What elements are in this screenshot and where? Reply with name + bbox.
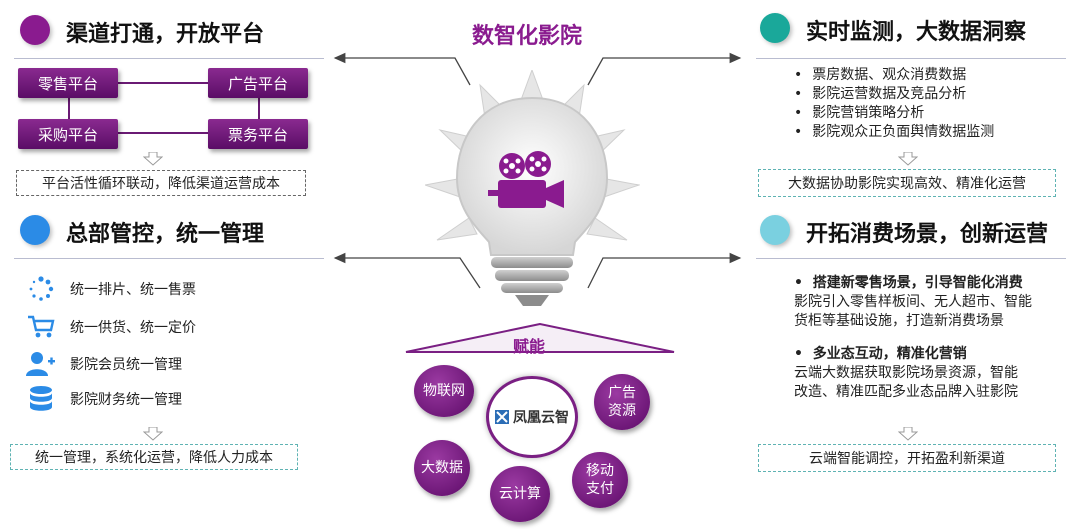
list-item: 票房数据、观众消费数据	[794, 66, 994, 85]
hq-item-scheduling: 统一排片、统一售票	[26, 275, 196, 303]
block-text: 云端大数据获取影院场景资源，智能	[794, 365, 1018, 381]
hub-node-label: 移动支付	[586, 463, 614, 497]
hub-center: 凤凰云智	[486, 376, 578, 458]
hq-item-label: 影院财务统一管理	[70, 392, 182, 408]
bottom-right-summary: 云端智能调控，开拓盈利新渠道	[758, 444, 1056, 472]
divider	[756, 258, 1066, 259]
hub-node-mobile-payment: 移动支付	[572, 452, 628, 508]
monitoring-bullets: 票房数据、观众消费数据 影院运营数据及竞品分析 影院营销策略分析 影院观众正负面…	[794, 66, 994, 142]
hq-item-label: 统一排片、统一售票	[70, 282, 196, 298]
retail-scene-block: • 搭建新零售场景，引导智能化消费 影院引入零售样板间、无人超市、智能 货柜等基…	[794, 275, 1032, 329]
list-item: 影院营销策略分析	[794, 104, 994, 123]
arrow-bottom-left	[333, 252, 481, 289]
block-text: 货柜等基础设施，打造新消费场景	[794, 313, 1004, 329]
list-item: 影院运营数据及竞品分析	[794, 85, 994, 104]
block-text: 影院引入零售样板间、无人超市、智能	[794, 294, 1032, 310]
connector-line	[115, 82, 210, 84]
hq-item-finance: 影院财务统一管理	[26, 385, 182, 413]
hq-item-members: 影院会员统一管理	[26, 350, 182, 378]
section-dot-lightblue	[760, 215, 790, 245]
arrow-top-right	[587, 52, 742, 86]
hub-node-iot: 物联网	[414, 365, 474, 417]
top-right-title: 实时监测，大数据洞察	[806, 20, 1027, 45]
bottom-left-summary: 统一管理，系统化运营，降低人力成本	[10, 444, 298, 470]
platform-ticketing: 票务平台	[208, 119, 308, 149]
loading-dots-icon	[26, 275, 56, 303]
arrow-bottom-right	[587, 252, 742, 289]
list-item: 影院观众正负面舆情数据监测	[794, 123, 994, 142]
block-text: 改造、精准匹配多业态品牌入驻影院	[794, 384, 1018, 400]
down-arrow-icon	[143, 427, 163, 441]
platform-retail: 零售平台	[18, 68, 118, 98]
section-dot-blue	[20, 215, 50, 245]
top-left-title: 渠道打通，开放平台	[66, 22, 265, 47]
hub-node-label: 广告资源	[608, 385, 636, 419]
movie-projector-icon	[488, 151, 564, 208]
shopping-cart-icon	[26, 313, 56, 341]
divider	[14, 258, 324, 259]
empower-roof	[405, 322, 675, 353]
add-user-icon	[26, 350, 56, 378]
database-icon	[26, 385, 56, 413]
connector-line	[258, 97, 260, 119]
hub-center-label: 凤凰云智	[513, 410, 569, 426]
platform-procurement: 采购平台	[18, 119, 118, 149]
hub-node-ad-resources: 广告资源	[594, 374, 650, 430]
hq-item-supply: 统一供货、统一定价	[26, 313, 196, 341]
hq-item-label: 统一供货、统一定价	[70, 320, 196, 336]
block-title: 搭建新零售场景，引导智能化消费	[812, 275, 1023, 291]
divider	[14, 58, 324, 59]
hub-node-big-data: 大数据	[414, 440, 470, 496]
down-arrow-icon	[898, 152, 918, 166]
top-left-summary: 平台活性循环联动，降低渠道运营成本	[16, 170, 306, 196]
multi-format-block: • 多业态互动，精准化营销 云端大数据获取影院场景资源，智能 改造、精准匹配多业…	[794, 346, 1018, 400]
empower-label: 赋能	[513, 337, 546, 356]
bottom-left-title: 总部管控，统一管理	[66, 222, 265, 247]
top-right-summary: 大数据协助影院实现高效、精准化运营	[758, 169, 1056, 197]
connector-line	[68, 97, 70, 119]
connector-line	[115, 132, 210, 134]
platform-advertising: 广告平台	[208, 68, 308, 98]
hub-node-cloud-computing: 云计算	[490, 466, 550, 522]
down-arrow-icon	[143, 152, 163, 166]
divider	[756, 58, 1066, 59]
block-title: 多业态互动，精准化营销	[812, 346, 967, 362]
lightbulb-icon	[425, 70, 640, 306]
hq-item-label: 影院会员统一管理	[70, 357, 182, 373]
down-arrow-icon	[898, 427, 918, 441]
section-dot-teal	[760, 13, 790, 43]
arrow-top-left	[333, 52, 471, 86]
bottom-right-title: 开拓消费场景，创新运营	[806, 222, 1049, 247]
brand-logo-icon	[495, 410, 509, 424]
section-dot-purple	[20, 15, 50, 45]
center-title: 数智化影院	[472, 24, 583, 49]
